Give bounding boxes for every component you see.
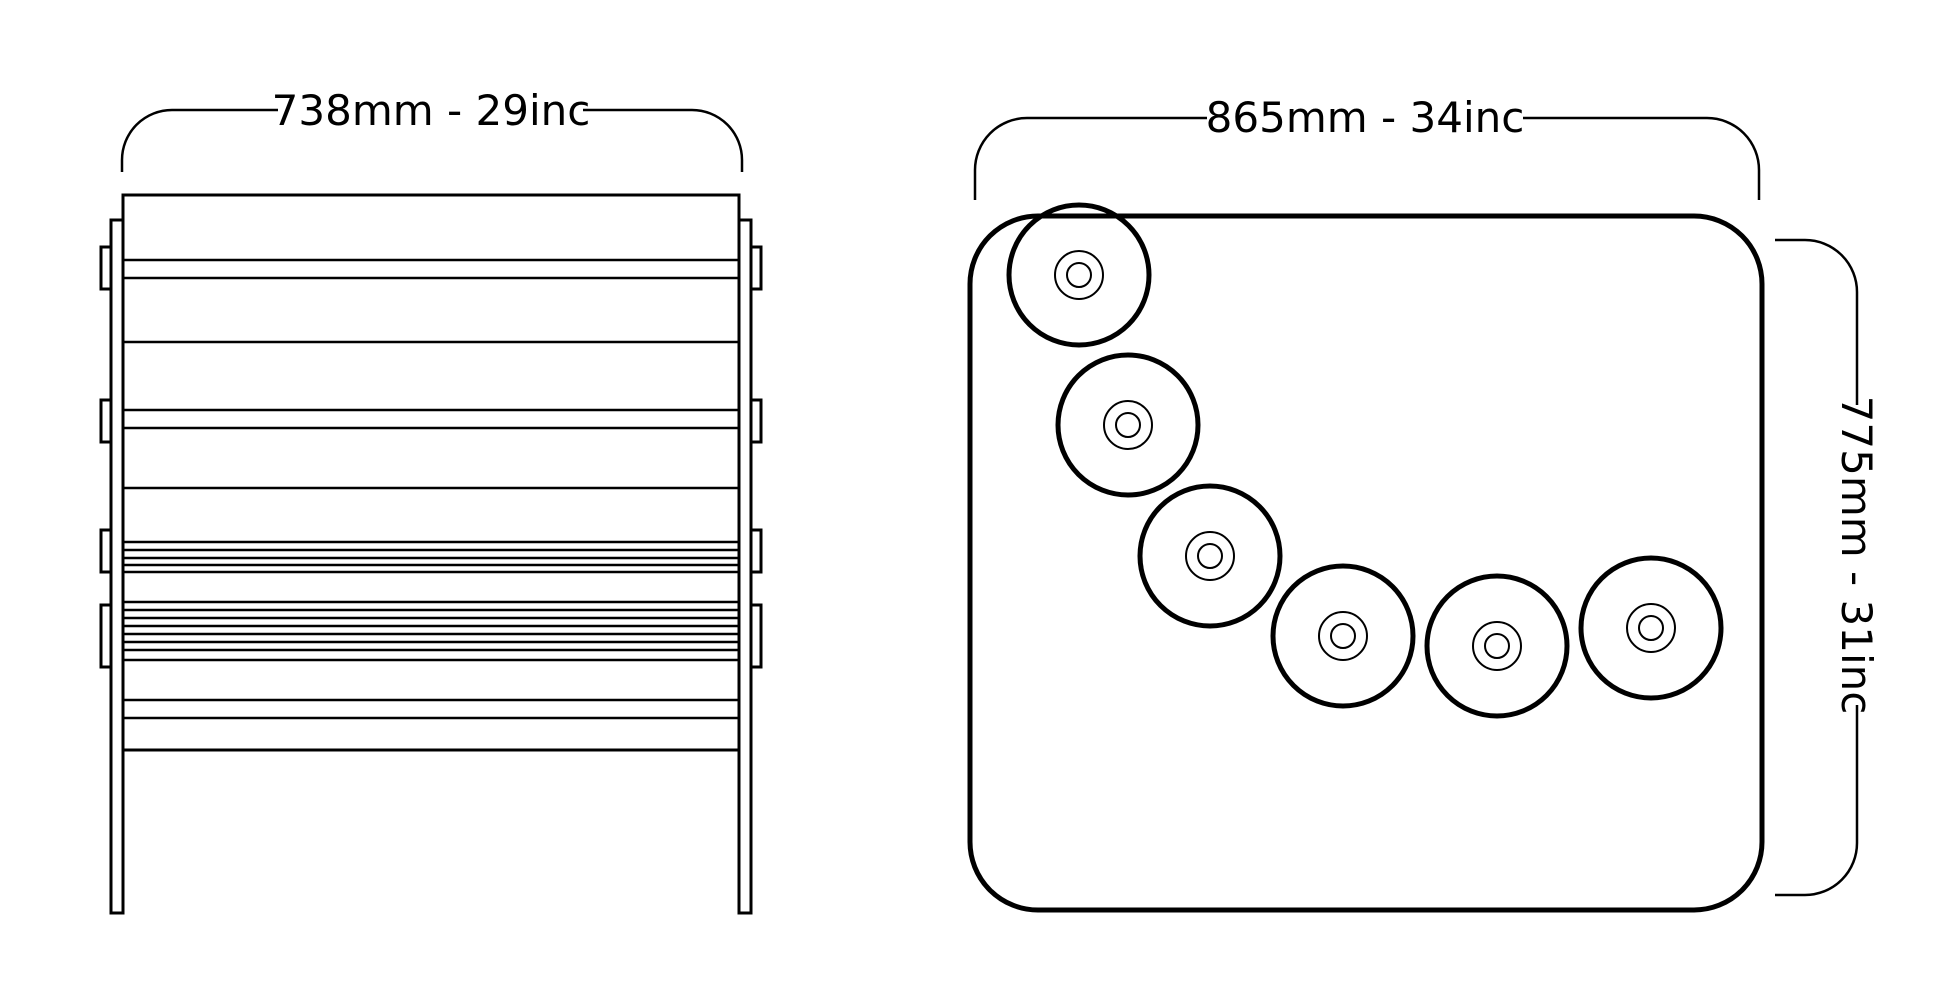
front-view [99,108,763,915]
front-width-dimension-line [120,108,744,172]
top-outline [967,213,1765,913]
wheel-6 [1578,555,1724,701]
right-tabs [749,245,763,669]
top-view [967,116,1859,913]
wheel-2 [1055,352,1201,498]
front-body [121,193,741,752]
top-depth-dimension-line [1775,238,1859,897]
wheel-5 [1424,573,1570,719]
left-tabs [99,245,113,669]
slat-lines [123,258,739,720]
top-width-dimension-line [973,116,1761,200]
wheel-3 [1137,483,1283,629]
top-depth-label: 775mm - 31inc [1832,396,1881,715]
wheel-1 [1006,202,1152,348]
wheel-4 [1270,563,1416,709]
front-width-label: 738mm - 29inc [272,86,591,135]
top-width-label: 865mm - 34inc [1206,93,1525,142]
